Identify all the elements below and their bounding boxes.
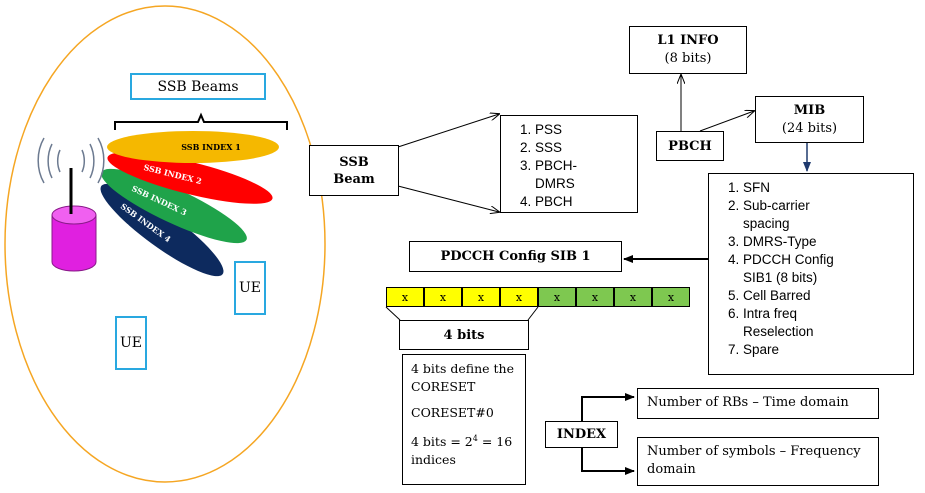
antenna-icon — [37, 137, 105, 272]
ssb-beam-box: SSB Beam — [309, 145, 399, 196]
pbch-label: PBCH — [668, 138, 712, 154]
pbch-box: PBCH — [656, 131, 724, 161]
ssb-content-item: PBCH — [535, 193, 637, 211]
four-bits-box: 4 bits — [399, 320, 529, 350]
l1-info-title: L1 INFO — [657, 33, 719, 48]
beam-4-shape — [100, 183, 224, 277]
arrow-index-bottom — [581, 447, 635, 475]
beam-2-shape — [107, 152, 273, 204]
pdcch-config-label: PDCCH Config SIB 1 — [440, 249, 591, 264]
ssb-beams-label: SSB Beams — [130, 73, 266, 100]
coreset-note-line2: CORESET#0 — [411, 405, 494, 420]
mib-bits: (24 bits) — [781, 120, 838, 136]
bit-cell-6: x — [576, 287, 614, 307]
l1-info-bits: (8 bits) — [664, 51, 712, 66]
coreset-note-box: 4 bits define the CORESET CORESET#0 4 bi… — [402, 354, 526, 485]
index-output-1-text: Number of RBs – Time domain — [647, 395, 849, 410]
coreset-note-line3: 4 bits = 24 = 16 indices — [411, 430, 517, 469]
ssb-contents-list: PSS SSS PBCH-DMRS PBCH — [501, 121, 637, 211]
coreset-note-line3-suffix: = 16 indices — [411, 434, 513, 468]
beam-1-shape — [107, 131, 279, 163]
bit-cell-3: x — [462, 287, 500, 307]
ssb-content-item: PSS — [535, 121, 637, 139]
four-bits-label: 4 bits — [443, 327, 485, 343]
mib-field-item: Cell Barred — [743, 287, 913, 305]
mib-title: MIB — [793, 102, 826, 118]
bit-cell-2: x — [424, 287, 462, 307]
bit-cell-8: x — [652, 287, 690, 307]
ssb-contents-box: PSS SSS PBCH-DMRS PBCH — [500, 115, 638, 213]
bit-cell-4: x — [500, 287, 538, 307]
arrow-pbch-to-mib — [699, 111, 754, 132]
bit-cell-7: x — [614, 287, 652, 307]
arrow-ssb-to-contents-top — [397, 114, 499, 148]
bits-connector-right — [527, 306, 539, 321]
ue-label-1: UE — [238, 280, 262, 296]
beam-label-1: SSB INDEX 1 — [181, 142, 241, 152]
index-output-2-text: Number of symbols – Frequency domain — [647, 444, 861, 477]
coreset-note-line1: 4 bits define the CORESET — [411, 361, 514, 394]
pdcch-config-box: PDCCH Config SIB 1 — [409, 241, 622, 272]
ue-label-2: UE — [119, 335, 143, 351]
mib-field-item: DMRS-Type — [743, 233, 913, 251]
mib-field-item: Intra freq Reselection — [743, 305, 853, 341]
ssb-content-item: PBCH-DMRS — [535, 157, 597, 193]
mib-field-item: Sub-carrier spacing — [743, 197, 833, 233]
index-label: INDEX — [556, 427, 607, 442]
ue-box-1: UE — [234, 261, 266, 315]
mib-fields-list: SFN Sub-carrier spacing DMRS-Type PDCCH … — [709, 179, 913, 359]
ssb-beam-line2: Beam — [333, 171, 375, 187]
bit-cell-1: x — [386, 287, 424, 307]
coreset-note-line3-prefix: 4 bits = 2 — [411, 434, 473, 450]
l1-info-box: L1 INFO (8 bits) — [629, 26, 747, 74]
index-box: INDEX — [545, 421, 618, 448]
mib-field-item: Spare — [743, 341, 913, 359]
ssb-beam-line1: SSB — [339, 154, 369, 170]
beams-brace — [114, 112, 288, 130]
mib-fields-box: SFN Sub-carrier spacing DMRS-Type PDCCH … — [708, 173, 914, 375]
mib-field-item: PDCCH Config SIB1 (8 bits) — [743, 251, 863, 287]
arrow-ssb-to-contents-bottom — [397, 185, 499, 212]
index-output-2: Number of symbols – Frequency domain — [637, 437, 879, 486]
arrow-index-top — [581, 393, 635, 421]
coreset-note-line3-sup: 4 — [472, 434, 478, 443]
bits-connector-left — [385, 306, 401, 321]
mib-box: MIB (24 bits) — [755, 96, 864, 143]
ssb-content-item: SSS — [535, 139, 637, 157]
beam-3-shape — [101, 168, 247, 244]
index-output-1: Number of RBs – Time domain — [637, 388, 879, 419]
bit-cell-5: x — [538, 287, 576, 307]
ue-box-2: UE — [115, 316, 147, 370]
ssb-beams-text: SSB Beams — [157, 78, 239, 95]
mib-field-item: SFN — [743, 179, 913, 197]
